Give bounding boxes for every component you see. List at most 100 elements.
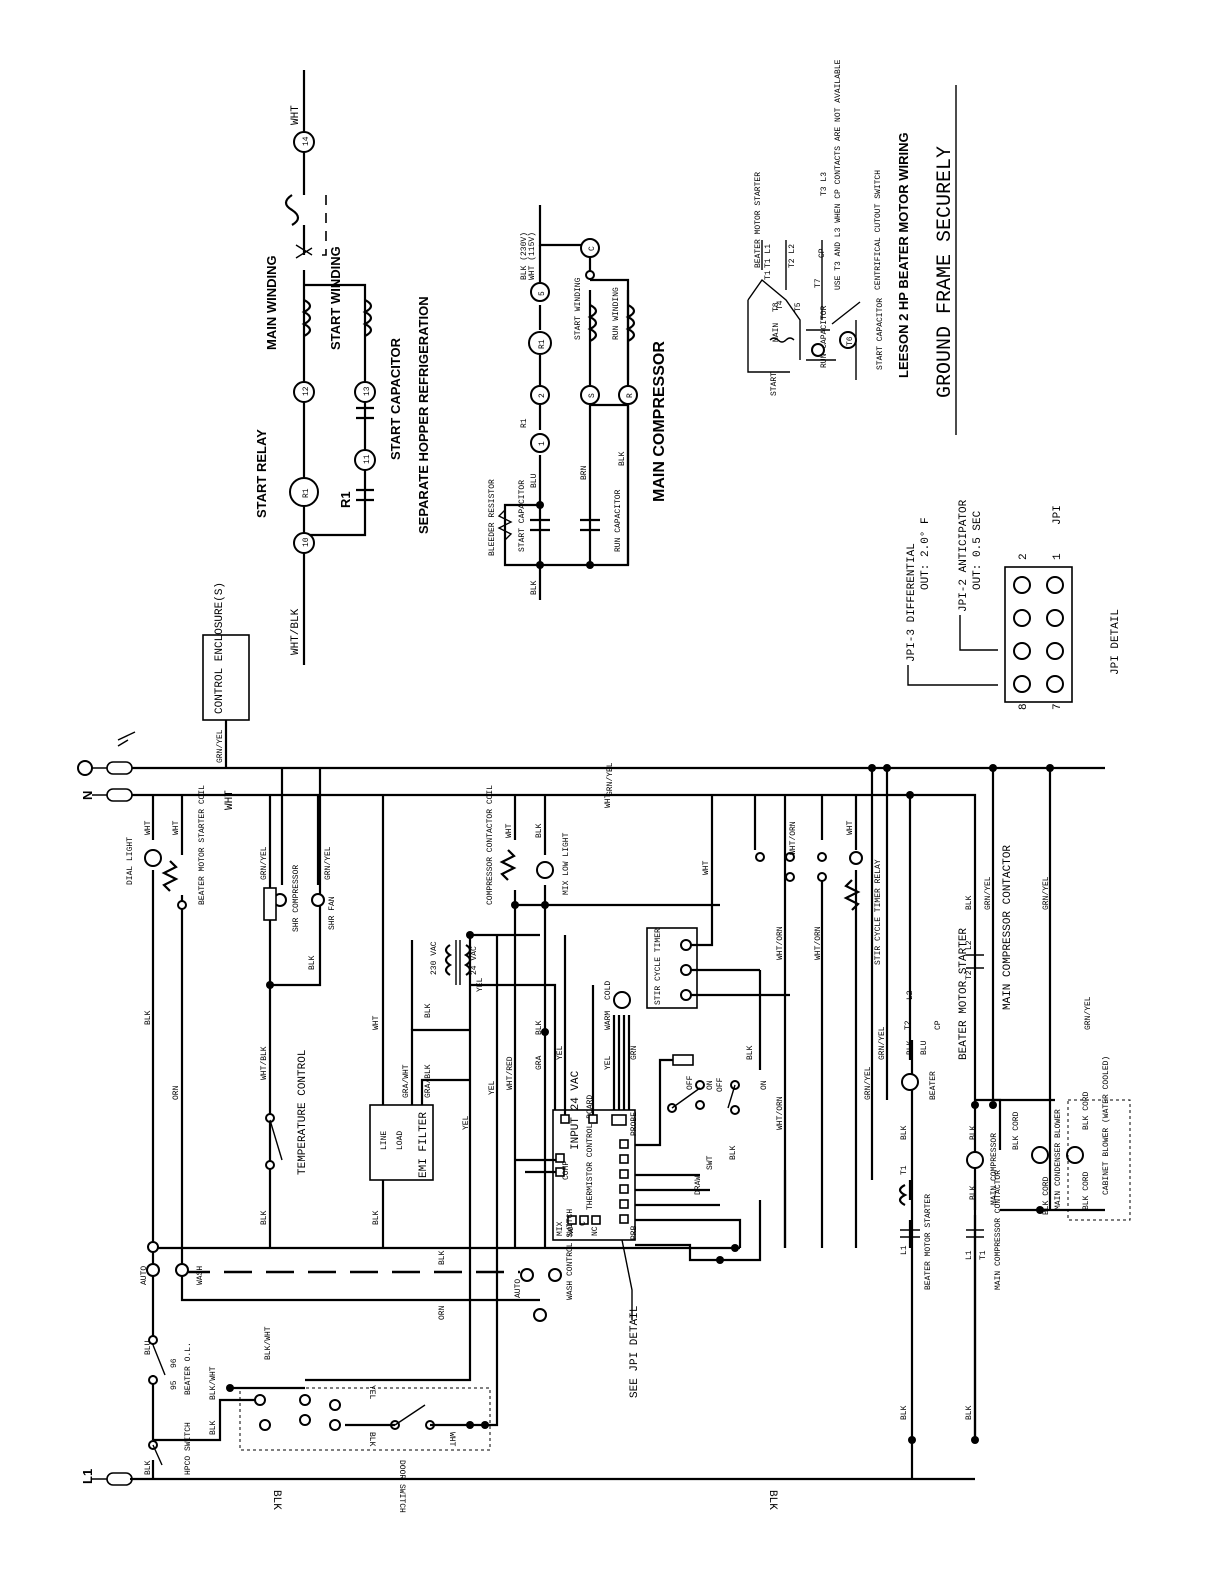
- swt-label: SWT: [706, 1155, 715, 1170]
- start-cap-label: START CAPACITOR: [876, 298, 885, 370]
- svg-text:8: 8: [1018, 703, 1030, 710]
- t1l1-label: T1 L1: [764, 244, 773, 268]
- beater-ol-label: BEATER O.L.: [184, 1342, 193, 1395]
- svg-text:BLK: BLK: [144, 1460, 153, 1475]
- comp-bleeder: BLEEDER RESISTOR: [488, 479, 497, 556]
- start-winding-label: START WINDING: [328, 246, 343, 350]
- svg-text:WHT: WHT: [505, 823, 514, 838]
- svg-text:BLK: BLK: [965, 1405, 974, 1420]
- hopper-whtblk-label: WHT/BLK: [290, 608, 302, 655]
- svg-text:BLK: BLK: [530, 580, 539, 595]
- thermistor-label: THERMISTOR CONTROL BOARD: [586, 1095, 595, 1210]
- comp-wht115: WHT (115V): [528, 232, 537, 280]
- comp-start-winding: START WINDING: [574, 277, 583, 340]
- svg-text:NC: NC: [591, 1226, 600, 1236]
- terminal-14: [293, 131, 315, 153]
- shr-compressor-label: SHR COMPRESSOR: [292, 865, 301, 932]
- svg-text:BLK: BLK: [535, 1020, 544, 1035]
- main-compressor-diagram: 5 R1 2 1 S R C BLK (230V) WHT (115V) BLU…: [488, 205, 668, 600]
- svg-text:12: 12: [302, 386, 311, 396]
- svg-text:WHT: WHT: [846, 820, 855, 835]
- svg-text:T6: T6: [846, 336, 855, 346]
- svg-text:BLU: BLU: [920, 1040, 929, 1055]
- svg-text:BLK/WHT: BLK/WHT: [264, 1326, 273, 1360]
- main-compressor-motor: [966, 1151, 984, 1169]
- comp-coil-label: COMPRESSOR CONTACTOR COIL: [486, 785, 495, 905]
- svg-text:WHT: WHT: [144, 820, 153, 835]
- svg-text:GRN/YEL: GRN/YEL: [878, 1026, 887, 1060]
- svg-text:T1: T1: [764, 270, 773, 280]
- svg-text:L1: L1: [965, 1250, 974, 1260]
- comp-blk230: BLK (230V): [520, 232, 529, 280]
- shr-fan-label: SHR FAN: [328, 896, 337, 930]
- jpi2-label: JPI-2 ANTICIPATOR: [958, 499, 970, 612]
- svg-text:WHT: WHT: [372, 1015, 381, 1030]
- svg-text:BLK: BLK: [535, 823, 544, 838]
- comp-blu: BLU: [530, 473, 539, 488]
- svg-text:YEL: YEL: [488, 1080, 497, 1095]
- svg-text:BLK: BLK: [965, 895, 974, 910]
- svg-text:1: 1: [1052, 553, 1064, 560]
- svg-text:BLK: BLK: [270, 1490, 282, 1510]
- svg-text:BLK: BLK: [144, 1010, 153, 1025]
- svg-text:BLK: BLK: [260, 1210, 269, 1225]
- svg-text:L2: L2: [906, 990, 915, 1000]
- svg-text:WHT: WHT: [224, 790, 236, 810]
- start-relay-r1: [289, 477, 319, 507]
- svg-text:13: 13: [363, 386, 372, 396]
- terminal-13: [354, 381, 376, 403]
- svg-text:5: 5: [538, 291, 547, 296]
- mix-low-light: [536, 861, 554, 879]
- svg-text:GRN/YEL: GRN/YEL: [1084, 996, 1093, 1030]
- svg-text:NO: NO: [567, 1226, 576, 1236]
- t2l2-label: T2 L2: [788, 244, 797, 268]
- dial-light: [144, 849, 162, 867]
- svg-text:T4: T4: [776, 300, 785, 310]
- svg-text:10: 10: [302, 537, 311, 547]
- svg-text:WHT: WHT: [702, 860, 711, 875]
- svg-text:R1: R1: [520, 418, 529, 428]
- comp-blk: BLK: [618, 451, 627, 466]
- svg-text:GRN/YEL: GRN/YEL: [984, 876, 993, 910]
- main-comp-contactor-label: MAIN COMPRESSOR CONTACTOR: [1002, 845, 1014, 1010]
- svg-text:BLK CORD: BLK CORD: [1042, 1176, 1051, 1215]
- svg-text:WHT: WHT: [604, 793, 613, 808]
- svg-text:T2: T2: [904, 1020, 913, 1030]
- svg-text:YEL: YEL: [367, 1385, 376, 1400]
- hopper-r1-label: R1: [338, 491, 353, 508]
- main-condenser-label: MAIN CONDENSER BLOWER: [1054, 1109, 1063, 1210]
- ground-terminal: [77, 760, 93, 776]
- svg-text:BLK: BLK: [372, 1210, 381, 1225]
- wash-switch-label: WASH CONTROL SWITCH: [566, 1209, 575, 1300]
- hopper-title: SEPARATE HOPPER REFRIGERATION: [416, 296, 431, 534]
- jpi3-out: OUT: 2.0° F: [920, 517, 932, 590]
- control-enclosure-box: [202, 634, 250, 721]
- svg-text:GRA/WHT: GRA/WHT: [402, 1064, 411, 1098]
- mix-low-label: MIX LOW LIGHT: [562, 832, 571, 895]
- svg-text:L1: L1: [900, 1245, 909, 1255]
- comp-run-capacitor: RUN CAPACITOR: [614, 489, 623, 552]
- svg-text:OFF: OFF: [686, 1075, 695, 1090]
- see-jpi-label: SEE JPI DETAIL: [629, 1306, 641, 1398]
- svg-text:T8: T8: [772, 302, 781, 312]
- main-ladder-diagram: CONTROL ENCLOSURE(S) GRN/YEL N L1 GRN/YE…: [77, 582, 1131, 1513]
- emi-filter-label: EMI FILTER: [418, 1112, 430, 1178]
- svg-text:BLK: BLK: [746, 1045, 755, 1060]
- emi-filter: [369, 1104, 434, 1181]
- svg-text:GRN/YEL: GRN/YEL: [864, 1066, 873, 1100]
- svg-text:BLK: BLK: [308, 955, 317, 970]
- svg-text:1: 1: [538, 441, 547, 446]
- dial-light-label: DIAL LIGHT: [126, 837, 135, 885]
- svg-text:LINE: LINE: [380, 1131, 389, 1150]
- svg-text:ON: ON: [706, 1080, 715, 1090]
- svg-text:MIX: MIX: [556, 1221, 565, 1236]
- svg-text:T1: T1: [979, 1250, 988, 1260]
- svg-text:YEL: YEL: [556, 1045, 565, 1060]
- jpi3-label: JPI-3 DIFFERENTIAL: [906, 543, 918, 662]
- svg-text:BLK: BLK: [766, 1490, 778, 1510]
- comp-run-winding: RUN WINDING: [612, 287, 621, 340]
- run-cap-label: RUN CAPACITOR: [820, 305, 829, 368]
- main-compressor-title: MAIN COMPRESSOR: [651, 341, 668, 502]
- door-switch-label: DOOR SWITCH: [397, 1460, 406, 1513]
- terminal-11: [354, 449, 376, 471]
